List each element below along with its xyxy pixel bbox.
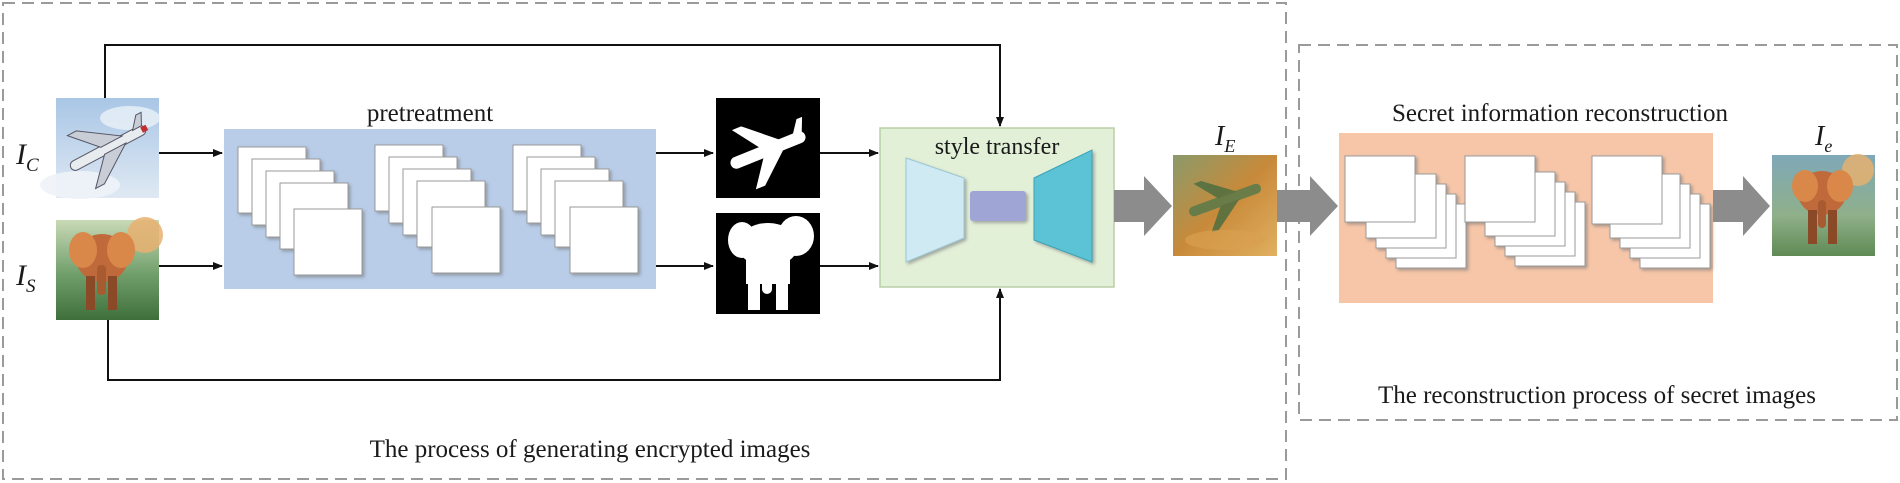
reconstruction-label: Secret information reconstruction [1392, 100, 1728, 127]
pretreatment-feature-stack-2 [374, 144, 501, 274]
bottleneck-shape [970, 191, 1026, 221]
pretreatment-feature-stack-3 [512, 144, 639, 274]
reconstruction-feature-stack-1 [1344, 155, 1467, 269]
generation-panel [2, 2, 1287, 480]
pretreatment-label: pretreatment [367, 100, 493, 127]
elephant-mask-icon [728, 216, 814, 310]
decoder-shape [1033, 149, 1093, 263]
airplane-mask-icon [730, 116, 806, 190]
style-to-encrypted-arrow [1114, 176, 1172, 236]
reconstruction-caption: The reconstruction process of secret ima… [1378, 382, 1816, 409]
recovered-label: Ie [1814, 121, 1832, 156]
reconstruction-panel [1298, 44, 1898, 421]
airplane-photo-icon [66, 111, 149, 190]
style-transfer-label: style transfer [935, 134, 1060, 160]
secret-label: IS [15, 259, 36, 297]
encrypted-to-reconstruction-arrow [1277, 176, 1338, 236]
encoder-shape [905, 157, 965, 263]
secret-image [56, 217, 163, 320]
elephant-photo-icon [69, 232, 135, 310]
airplane-mask [716, 98, 820, 198]
secret-to-style-connector [107, 288, 1004, 381]
encrypted-image [1173, 155, 1277, 256]
encrypted-image-icon [1188, 181, 1262, 233]
encrypted-label: IE [1214, 121, 1235, 156]
cover-image [40, 98, 160, 199]
cover-label: IC [15, 138, 39, 176]
generation-caption: The process of generating encrypted imag… [370, 436, 811, 463]
reconstruction-feature-stack-3 [1591, 155, 1711, 269]
cover-to-style-connector [104, 44, 1004, 127]
pretreatment-feature-stack-1 [237, 146, 363, 276]
reconstruction-feature-stack-2 [1464, 155, 1586, 267]
reconstruction-to-recovered-arrow [1713, 176, 1770, 236]
recovered-elephant-icon [1792, 170, 1853, 244]
recovered-image [1772, 154, 1875, 256]
elephant-mask [716, 213, 820, 314]
